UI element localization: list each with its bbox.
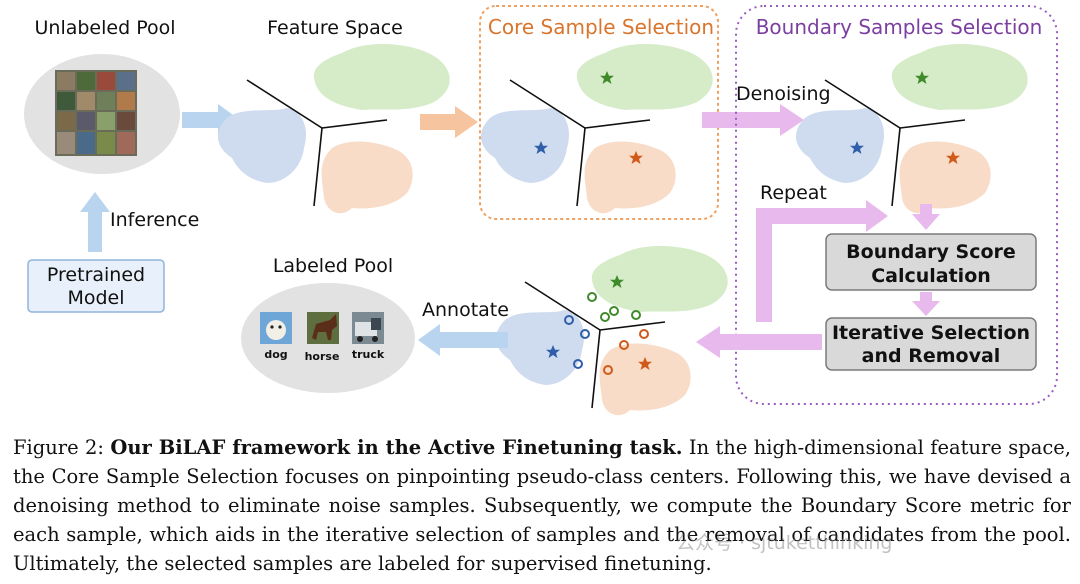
denoising-arrow	[702, 104, 804, 136]
unlabeled-image-grid	[55, 70, 137, 156]
caption-body: In the high-dimensional feature space, t…	[13, 436, 1072, 575]
iterative-selection-label-line1: Iterative Selection	[832, 322, 1030, 344]
result-clusters	[495, 245, 729, 417]
horse-caption: horse	[305, 350, 340, 363]
boundary-score-label-line2: Calculation	[871, 265, 991, 287]
core-sample-selection-box	[479, 5, 719, 220]
denoising-label: Denoising	[736, 83, 831, 105]
iterative-selection-label-line2: and Removal	[862, 345, 1001, 367]
boundary-clusters	[795, 43, 1029, 215]
feature-space-clusters	[217, 43, 451, 215]
core-sample-selection-label: Core Sample Selection	[488, 15, 714, 39]
truck-caption: truck	[352, 348, 385, 361]
annotate-label: Annotate	[422, 299, 509, 321]
boundary-score-label-line1: Boundary Score	[846, 241, 1016, 263]
pretrained-model-label-line2: Model	[67, 287, 124, 309]
iterative-selection-box	[825, 317, 1037, 371]
horse-image	[307, 312, 339, 344]
repeat-label: Repeat	[760, 182, 827, 204]
feature-space-label: Feature Space	[267, 17, 403, 39]
green-boundary-samples	[587, 292, 641, 322]
dog-image	[260, 312, 292, 344]
annotate-arrow	[418, 324, 508, 356]
pretrained-model-label-line1: Pretrained	[47, 264, 145, 286]
blue-boundary-samples	[564, 315, 590, 369]
unlabeled-pool-label: Unlabeled Pool	[35, 17, 176, 39]
labeled-pool-label: Labeled Pool	[273, 255, 393, 277]
boundary-samples-selection-box	[735, 5, 1058, 405]
score-to-iterative-arrow	[912, 292, 940, 316]
iterative-to-result-arrow	[696, 326, 822, 358]
bilaf-framework-diagram: Unlabeled Pool Inference Pretrained Mode…	[24, 5, 1058, 417]
into-boundary-score-arrow	[912, 204, 940, 230]
pretrained-model-box	[27, 259, 165, 313]
caption-prefix: Figure 2:	[13, 436, 111, 459]
figure-caption: Figure 2: Our BiLAF framework in the Act…	[13, 433, 1071, 578]
boundary-samples-selection-label: Boundary Samples Selection	[756, 15, 1043, 39]
inference-label: Inference	[110, 209, 199, 231]
orange-boundary-samples	[603, 329, 649, 375]
boundary-score-box	[825, 233, 1037, 291]
caption-title: Our BiLAF framework in the Active Finetu…	[110, 436, 683, 459]
feature-to-core-arrow	[420, 106, 478, 138]
repeat-loop-arrow	[756, 200, 888, 322]
core-clusters	[480, 43, 714, 215]
truck-image	[352, 312, 384, 344]
dog-caption: dog	[264, 348, 287, 361]
inference-arrow	[80, 192, 110, 252]
watermark: 公众号 · sjtuketthinking	[676, 532, 893, 554]
